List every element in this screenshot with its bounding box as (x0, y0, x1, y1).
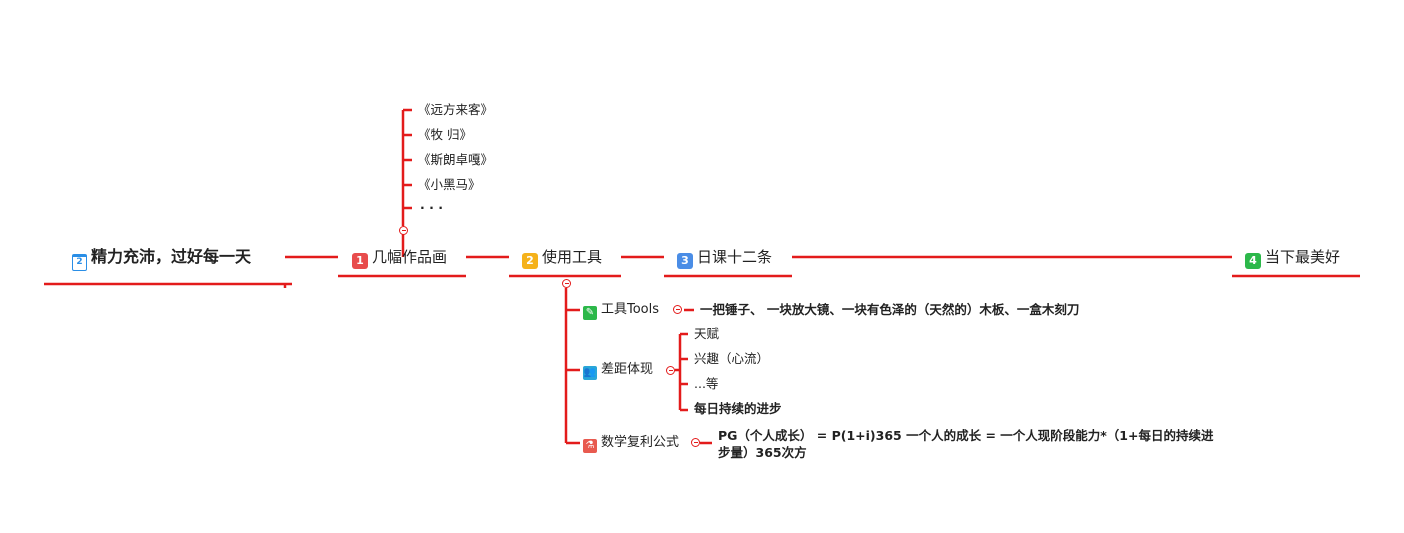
works-collapse-toggle[interactable] (399, 226, 408, 235)
badge-1: 1 (352, 253, 368, 269)
badge-4: 4 (1245, 253, 1261, 269)
branch-works-label: 几幅作品画 (372, 248, 448, 266)
work-item[interactable]: 《牧 归》 (418, 127, 472, 142)
gap-node[interactable]: 👥 差距体现 (583, 361, 653, 380)
flask-icon: ⚗ (583, 439, 597, 453)
root-topic-label: 精力充沛，过好每一天 (91, 247, 252, 266)
formula-detail[interactable]: PG（个人成长） = P(1+i)365 一个人的成长 = 一个人现阶段能力*（… (718, 428, 1214, 460)
gap-collapse-toggle[interactable] (666, 366, 675, 375)
tools-node-label: 工具Tools (601, 302, 660, 317)
formula-node[interactable]: ⚗ 数学复利公式 (583, 434, 679, 453)
badge-2: 2 (522, 253, 538, 269)
branch-tools-label: 使用工具 (542, 248, 603, 266)
formula-collapse-toggle[interactable] (691, 438, 700, 447)
work-item[interactable]: 《斯朗卓嘎》 (418, 152, 494, 167)
tools-collapse-toggle[interactable] (562, 279, 571, 288)
work-item[interactable]: 《远方来客》 (418, 102, 494, 117)
pen-icon: ✎ (583, 306, 597, 320)
gap-item[interactable]: 天赋 (694, 326, 720, 341)
formula-node-label: 数学复利公式 (601, 435, 680, 450)
gap-item[interactable]: 兴趣（心流） (694, 351, 770, 366)
tools-detail[interactable]: 一把锤子、 一块放大镜、一块有色泽的（天然的）木板、一盒木刻刀 (700, 302, 1080, 317)
branch-daily-lessons-label: 日课十二条 (697, 248, 773, 266)
people-icon: 👥 (583, 366, 597, 380)
gap-item[interactable]: ...等 (694, 376, 719, 391)
tools-tools-collapse-toggle[interactable] (673, 305, 682, 314)
work-item[interactable]: 《小黑马》 (418, 177, 481, 192)
work-item-ellipsis[interactable]: · · · (420, 200, 443, 215)
tools-node[interactable]: ✎ 工具Tools (583, 301, 659, 320)
branch-present-label: 当下最美好 (1265, 248, 1341, 266)
badge-3: 3 (677, 253, 693, 269)
gap-node-label: 差距体现 (601, 362, 654, 377)
calendar-icon: 2 (72, 254, 87, 271)
gap-item[interactable]: 每日持续的进步 (694, 401, 782, 416)
